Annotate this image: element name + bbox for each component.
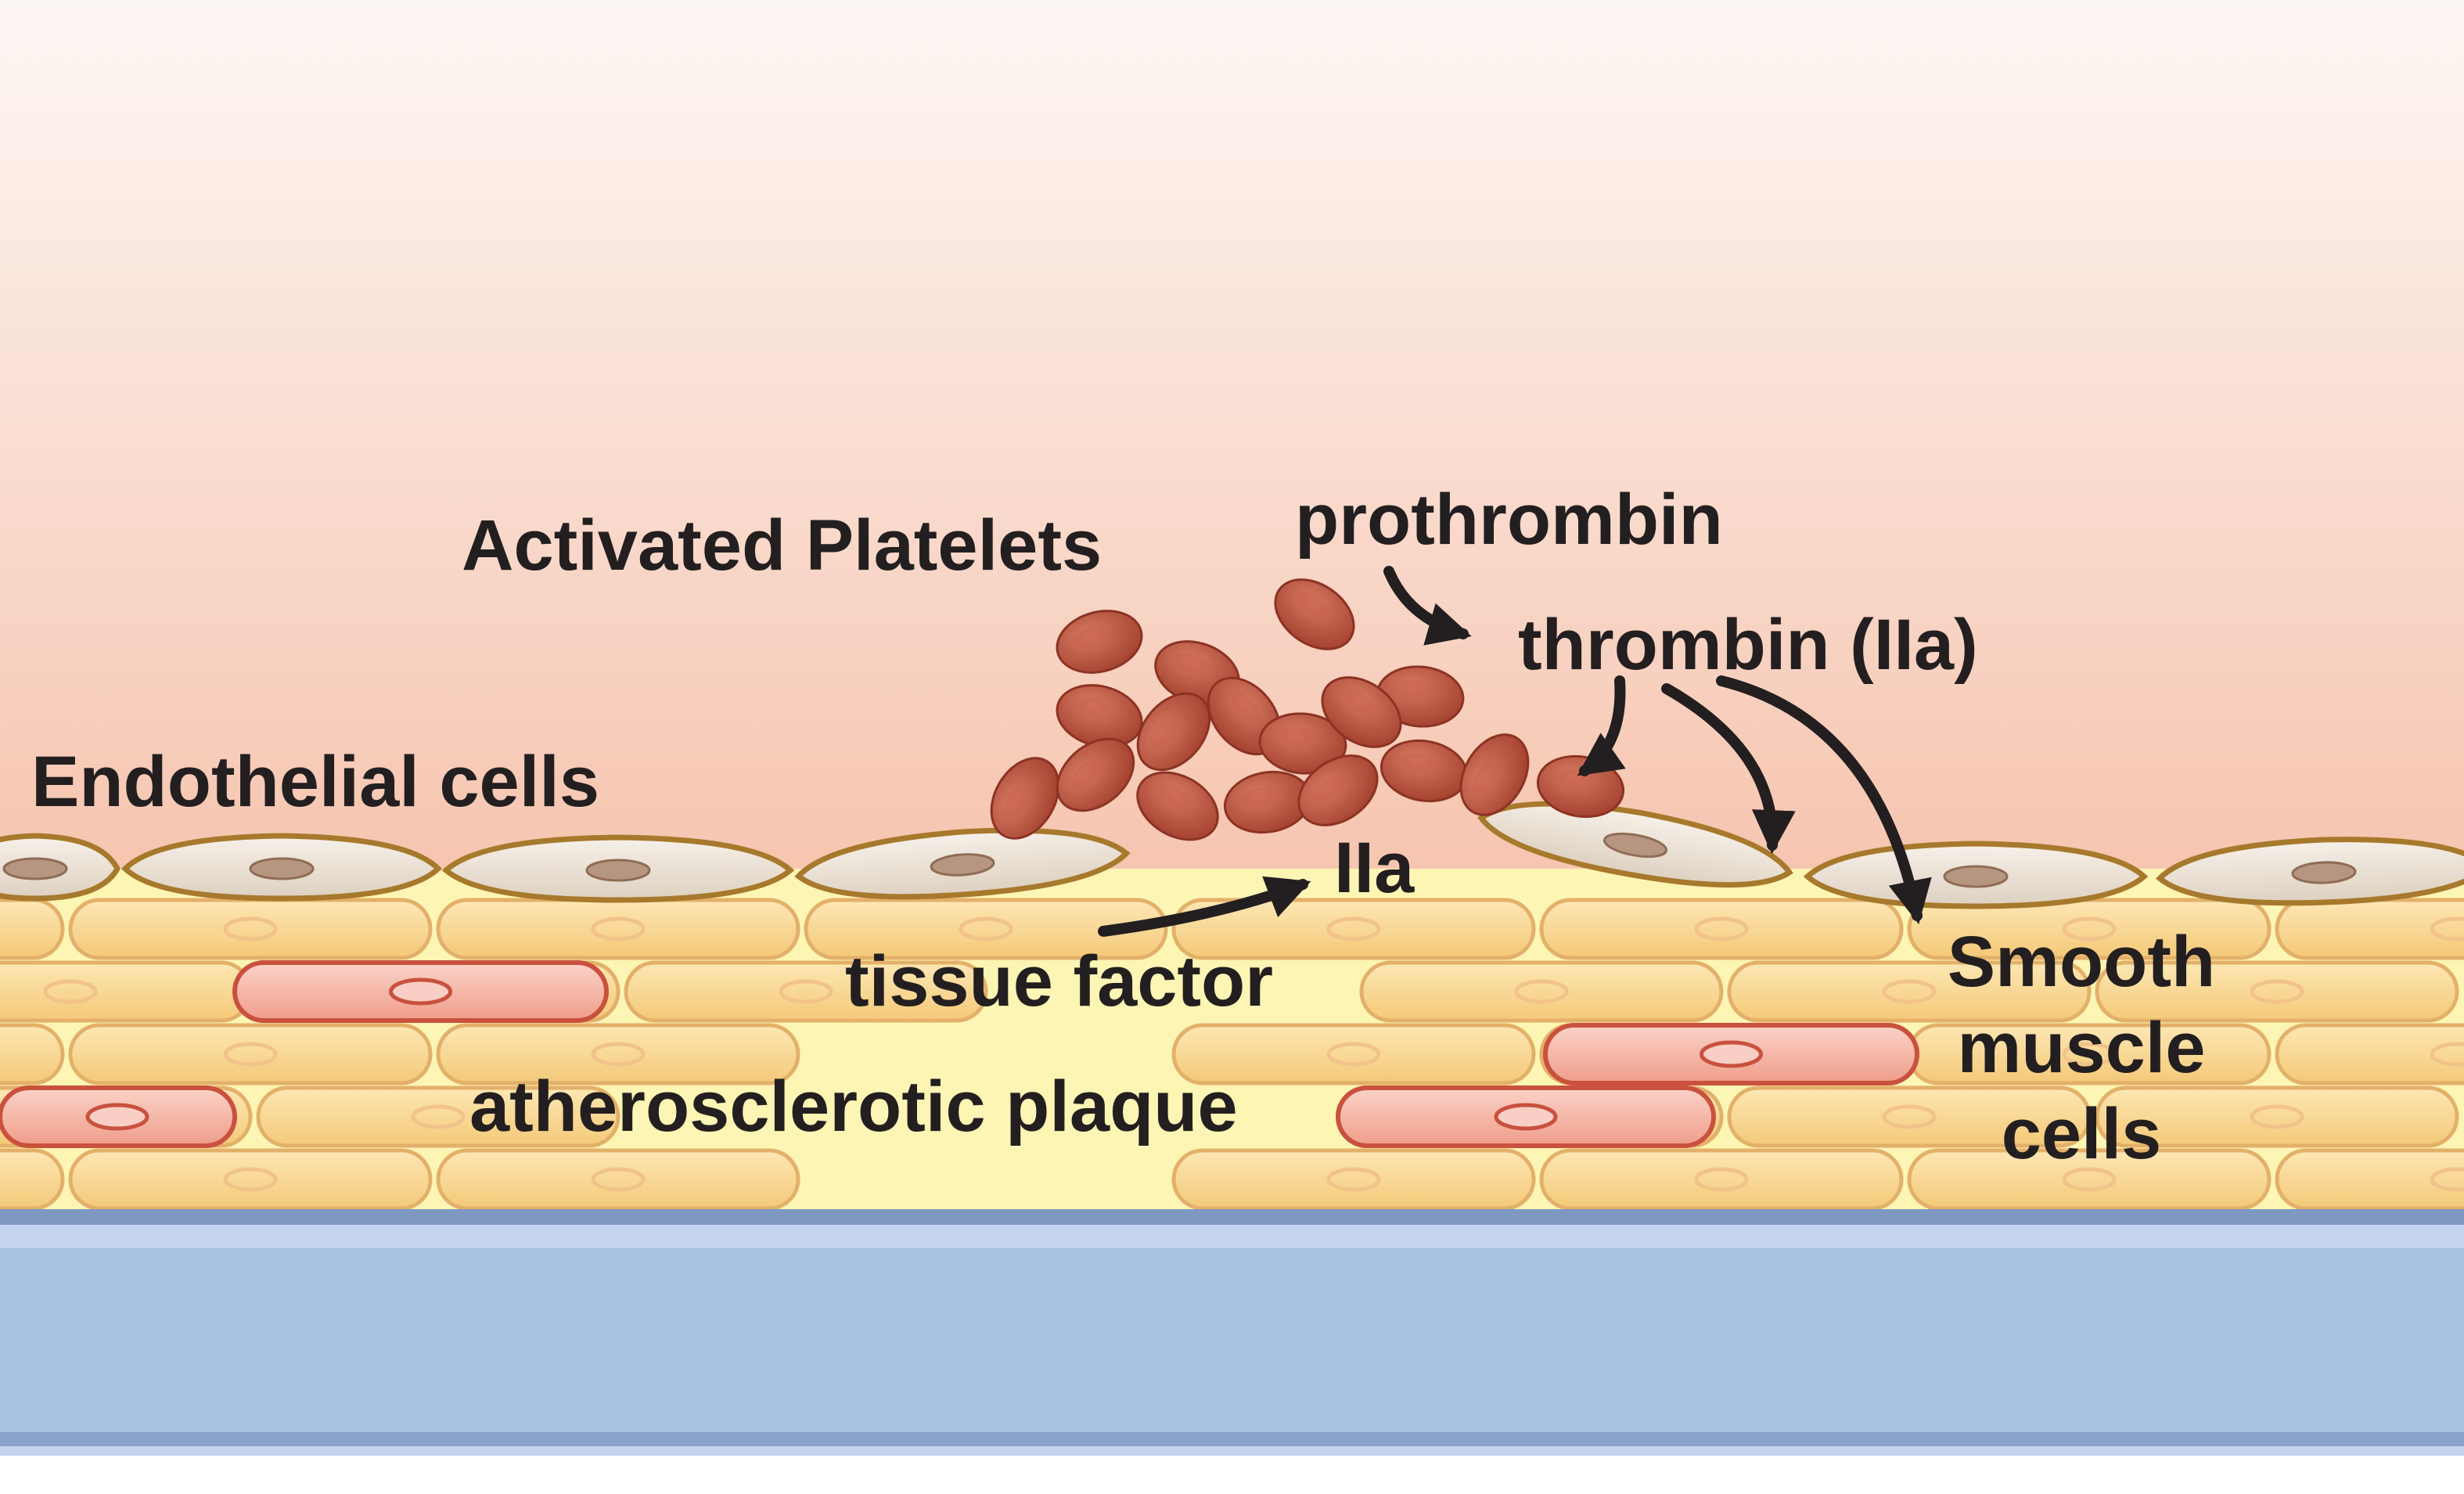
- smooth-muscle-cell: [0, 1023, 65, 1085]
- iia-label: IIa: [1334, 828, 1415, 908]
- smooth-muscle-cell: [436, 898, 800, 960]
- thrombin-to-endothelium-arrow: [1661, 683, 1796, 855]
- smooth-muscle-cell: [0, 1148, 65, 1211]
- smooth-muscle-cell: [1359, 960, 1724, 1023]
- smooth-muscle-cells-label-line2: muscle: [1957, 1008, 2205, 1088]
- thrombin-to-smooth-muscle-arrow: [1716, 675, 1932, 924]
- endothelial-cell: [0, 833, 121, 902]
- smooth-muscle-cell: [804, 898, 1168, 960]
- smooth-muscle-cell: [2095, 1085, 2459, 1148]
- vessel-wall: [0, 1209, 2464, 1494]
- arrows: [1098, 566, 1932, 937]
- smooth-muscle-cell: [1727, 1085, 2092, 1148]
- smooth-muscle-cells-label-line3: cells: [2002, 1094, 2162, 1174]
- endothelial-layer: [0, 801, 2464, 909]
- smooth-muscle-layer: [0, 898, 2464, 1211]
- activated-platelets-label: Activated Platelets: [462, 506, 1102, 585]
- tissue-factor-arrow: [1098, 876, 1311, 937]
- atherosclerotic-plaque-label: atherosclerotic plaque: [469, 1067, 1238, 1147]
- prothrombin-label: prothrombin: [1295, 480, 1723, 560]
- smooth-muscle-cell: [624, 960, 988, 1023]
- smooth-muscle-cell: [1539, 898, 1904, 960]
- smooth-muscle-cell: [1539, 1148, 1904, 1211]
- platelet-cluster: [990, 578, 1625, 841]
- smooth-muscle-cell: [1907, 1148, 2272, 1211]
- smooth-muscle-cells-label-line1: Smooth: [1948, 922, 2215, 1002]
- smooth-muscle-cell: [1727, 960, 2092, 1023]
- smooth-muscle-cell: [0, 960, 253, 1023]
- prothrombin-arrow: [1383, 566, 1472, 646]
- smooth-muscle-cell: [68, 1148, 433, 1211]
- endothelial-cell: [441, 834, 795, 903]
- smooth-muscle-cell: [2275, 1023, 2464, 1085]
- smooth-muscle-cell: [256, 1085, 620, 1148]
- smooth-muscle-cell: [1171, 1148, 1536, 1211]
- tissue-factor-label: tissue factor: [845, 941, 1273, 1021]
- smooth-muscle-cell: [68, 1023, 433, 1085]
- thrombin-to-platelet-arrow: [1577, 675, 1626, 776]
- smooth-muscle-cell: [436, 1023, 800, 1085]
- smooth-muscle-cell: [1171, 1023, 1536, 1085]
- smooth-muscle-cell: [68, 898, 433, 960]
- thrombin-label: thrombin (IIa): [1518, 605, 1978, 685]
- endothelial-cell: [2155, 837, 2464, 906]
- smooth-muscle-cell: [0, 898, 65, 960]
- endothelial-cells-label: Endothelial cells: [31, 742, 599, 822]
- smooth-muscle-cell: [2275, 1148, 2464, 1211]
- smooth-muscle-cell: [436, 1148, 800, 1211]
- smooth-muscle-cell: [2275, 898, 2464, 960]
- smooth-muscle-cell: [2095, 960, 2459, 1023]
- endothelial-cell: [794, 827, 1131, 900]
- endothelial-cell: [121, 833, 443, 902]
- endothelial-cell: [1803, 841, 2149, 909]
